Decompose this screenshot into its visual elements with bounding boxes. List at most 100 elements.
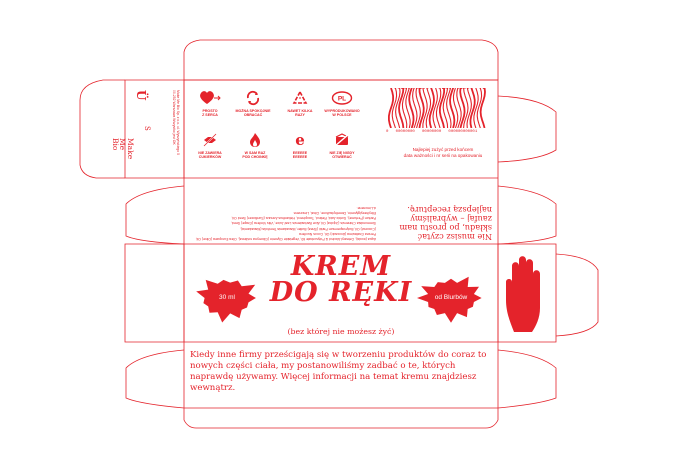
recycle-triangle-icon — [292, 90, 308, 104]
title-line-2: DO RĘKI — [269, 277, 413, 308]
ingredient-line: Parfum (Perfume), Sorbic Acid, Retinol, … — [231, 216, 376, 221]
icon-cell-no-ugly: NIE ZIĘ NIGDY OTWIERAĆ — [322, 132, 362, 159]
barcode-digit: 00000000 — [395, 130, 415, 134]
e-circle-icon: e — [295, 132, 305, 148]
icon-cell-flame: W SAM RAZ POD CHOINKĘ — [235, 132, 275, 159]
barcode-bar — [425, 88, 432, 128]
icon-label: RAZY — [295, 113, 305, 118]
barcode-bar — [395, 88, 401, 128]
barcode-bar — [473, 88, 479, 128]
upside-down-panel: Nie musisz czytać składu, po prostu nam … — [190, 181, 493, 242]
barcode-bar — [466, 88, 472, 128]
icon-label: WYPRODUKOWANO — [324, 109, 360, 113]
volume-label: 30 ml — [219, 294, 235, 301]
barcode-bar — [463, 88, 469, 128]
barcode-bar — [442, 88, 449, 128]
icon-cell-pl: PL WYPRODUKOWANO W POLSCE — [322, 90, 362, 117]
barcode-bar — [432, 88, 438, 128]
icon-label: POD CHOINKĘ — [242, 155, 268, 160]
icon-cell-recycle-circle: MOŻNA SPOKOJNIE OBRACAĆ — [233, 90, 273, 117]
ingredients-list: Aqua (woda), Cetearyl Alcohol & Polysorb… — [190, 205, 376, 241]
no-sugar-icon — [203, 133, 217, 147]
icon-label: NIE ZIĘ NIGDY — [329, 151, 355, 155]
hand-icon — [506, 256, 540, 332]
product-subtitle: (bez której nie możesz żyć) — [287, 327, 395, 336]
icon-label: MOŻNA SPOKOJNIE — [235, 109, 271, 113]
heading-line: zaufaj – wybraliśmy — [410, 214, 492, 224]
icon-label: W POLSCE — [332, 113, 352, 118]
barcode-bar — [479, 88, 486, 128]
barcode-bar — [412, 88, 418, 128]
brand-story-text: Kiedy inne firmy prześcigają się w tworz… — [190, 350, 487, 393]
barcode-numbers: 0 00000000 00000000 000000000001 — [386, 130, 498, 134]
brand-name-block: Make Me Bio — [111, 138, 168, 180]
barcode-bar — [418, 88, 425, 128]
icon-label: NIE ZAWIERA — [198, 151, 222, 155]
size-label: S — [143, 126, 151, 131]
icon-cell-no-sugar: NIE ZAWIERA CUKIERKÓW — [190, 132, 230, 159]
barcode-digit: 00000000 — [422, 130, 442, 134]
barcode-bar — [476, 88, 483, 128]
brand-name-line-1: Make — [126, 138, 135, 160]
svg-text:PL: PL — [338, 96, 346, 103]
icon-label: CUKIERKÓW — [198, 155, 222, 160]
barcode-bar — [428, 88, 435, 128]
heart-arrow-icon — [200, 91, 221, 104]
volume-burst — [196, 279, 256, 323]
address-line-2: 00-252 Warszawa Wszystko jest OK — [172, 90, 176, 145]
barcode-digit: 000000000001 — [448, 130, 478, 134]
ingredient-line: (Coconut) Oil, Butyrospermum Parkii (She… — [240, 226, 376, 231]
reassurance-heading: Nie musisz czytać składu, po prostu nam … — [384, 205, 493, 242]
barcode-bar — [446, 88, 452, 128]
brand-name: Make Me Bio — [111, 138, 135, 178]
address-line-1: Make Me Bio Sp. z o.o. ul. Wyszyńskiego … — [176, 90, 180, 155]
barcode-bar — [435, 88, 442, 128]
icon-label: PROSTO — [202, 109, 218, 113]
brand-address: Make Me Bio Sp. z o.o. ul. Wyszyńskiego … — [172, 90, 180, 180]
barcode-bar — [422, 88, 428, 128]
heading-line: najlepszą recepturę. — [407, 205, 492, 215]
maker-label: od Blurbów — [434, 294, 468, 301]
icon-label: Z SERCA — [202, 113, 218, 118]
icon-cell-e: e EEEEEE EEEEEE — [280, 132, 320, 159]
svg-text:e: e — [295, 132, 305, 148]
ingredient-line: Simmondsia Chinensis (Jojoba) Oil, Aloe … — [231, 221, 376, 226]
title-line-1: KREM — [290, 251, 392, 282]
barcode-bar — [459, 88, 466, 128]
brand-name-line-3: Bio — [111, 138, 120, 151]
icon-cell-recycle-triangle: NAWET KILKA RAZY — [280, 90, 320, 117]
logo-letter: Ü — [134, 90, 148, 101]
barcode-bar — [456, 88, 462, 128]
maker-burst — [417, 276, 482, 323]
heading-line: składu, po prostu nam — [399, 223, 492, 233]
barcode-bar — [415, 88, 421, 128]
best-before-note: Najlepiej zużyć przed końcem data ważnoś… — [388, 147, 498, 159]
pl-oval-icon: PL — [331, 91, 353, 105]
note-line: Najlepiej zużyć przed końcem — [412, 147, 474, 152]
flame-icon — [250, 133, 260, 147]
heading-line: Nie musisz czytać — [417, 232, 493, 242]
barcode-bar — [469, 88, 476, 128]
no-ugly-icon — [334, 133, 350, 147]
barcode-bar — [438, 88, 446, 128]
barcode-bar — [408, 88, 415, 128]
product-title: KREM DO RĘKI — [268, 251, 414, 308]
barcode-bar — [391, 88, 398, 128]
barcode-digit: 0 — [386, 130, 389, 134]
barcode-bar — [398, 88, 405, 128]
icon-label: NAWET KILKA — [287, 109, 313, 113]
icon-label: W SAM RAZ — [244, 151, 266, 155]
barcode-bar — [452, 88, 459, 128]
icon-cell-heart: PROSTO Z SERCA — [190, 90, 230, 117]
barcode-bar — [401, 88, 408, 128]
barcode-bar — [388, 88, 394, 128]
icon-label: OTWIERAĆ — [332, 155, 352, 160]
recycle-circle-icon — [246, 90, 260, 106]
barcode-bar — [449, 88, 456, 128]
wavy-barcode-icon — [388, 88, 486, 128]
icon-label: EEEEEE — [292, 151, 308, 155]
icon-label: OBRACAĆ — [243, 113, 263, 118]
note-line: data ważności i nr serii na opakowaniu — [403, 153, 483, 158]
